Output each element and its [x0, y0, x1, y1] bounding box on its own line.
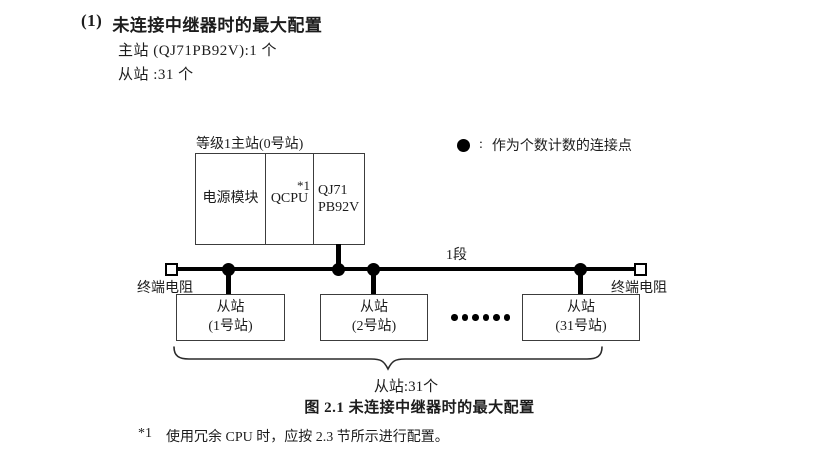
slave-name: 从站 [360, 300, 388, 316]
heading-title: 未连接中继器时的最大配置 [112, 16, 323, 35]
power-module-label: 电源模块 [202, 191, 259, 207]
footnote-marker: *1 [138, 426, 152, 441]
terminator-left-icon [165, 263, 178, 276]
dot-icon [472, 314, 479, 321]
brace-label: 从站:31个 [373, 379, 439, 395]
slave-station-box-31: 从站 (31号站) [522, 294, 640, 341]
footnote: *1 使用冗余 CPU 时，应按 2.3 节所示进行配置。 [138, 426, 449, 446]
connection-dot [367, 263, 380, 276]
connection-dot [332, 263, 345, 276]
slave-count-line: 从站 :31 个 [118, 67, 194, 83]
connection-dot [574, 263, 587, 276]
slave-number: (31号站) [555, 318, 607, 334]
connection-dot [222, 263, 235, 276]
heading-number: (1) [81, 11, 103, 30]
footnote-text: 使用冗余 CPU 时，应按 2.3 节所示进行配置。 [166, 430, 449, 445]
terminator-right-label: 终端电阻 [611, 281, 667, 296]
slave-station-box-1: 从站 (1号站) [176, 294, 285, 341]
qcpu-cell: *1 QCPU [266, 154, 314, 244]
slave-name: 从站 [567, 300, 595, 316]
qj71-label-line1: QJ71 [318, 182, 348, 198]
master-drop-line [336, 244, 341, 269]
slave1-drop-line [226, 269, 231, 295]
qj71-label-line2: PB92V [318, 200, 360, 215]
slave-station-box-2: 从站 (2号站) [320, 294, 428, 341]
legend-label: 作为个数计数的连接点 [491, 139, 632, 154]
terminator-left-label: 终端电阻 [137, 281, 193, 296]
slave-number: (2号站) [351, 318, 397, 334]
power-module-cell: 电源模块 [196, 154, 266, 244]
bus-line [172, 267, 641, 271]
footnote-ref-mark: *1 [297, 178, 310, 193]
qcpu-label: QCPU [270, 191, 309, 207]
legend-separator: : [479, 137, 483, 152]
section-heading: (1) 未连接中继器时的最大配置 [81, 11, 322, 36]
dot-icon [482, 314, 489, 321]
master-station-box: 电源模块 *1 QCPU QJ71 PB92V [195, 153, 365, 245]
slave-name: 从站 [216, 300, 245, 316]
segment-label: 1段 [446, 248, 467, 263]
slave3-drop-line [578, 269, 583, 295]
dot-icon [493, 314, 500, 321]
connection-point-icon [457, 138, 470, 152]
terminator-right-icon [634, 263, 647, 276]
master-count-line: 主站 (QJ71PB92V):1 个 [118, 43, 278, 59]
dot-icon [461, 314, 468, 321]
slave-number: (1号站) [208, 318, 253, 334]
qj71pb92v-cell: QJ71 PB92V [314, 154, 364, 244]
legend: : 作为个数计数的连接点 [457, 135, 632, 155]
slave2-drop-line [371, 269, 376, 295]
figure-caption: 图 2.1 未连接中继器时的最大配置 [304, 400, 535, 416]
master-station-label: 等级1主站(0号站) [196, 137, 304, 152]
dot-icon [451, 314, 458, 321]
ellipsis-dots-icon [451, 314, 510, 321]
dot-icon [503, 314, 510, 321]
brace-icon [173, 346, 603, 371]
